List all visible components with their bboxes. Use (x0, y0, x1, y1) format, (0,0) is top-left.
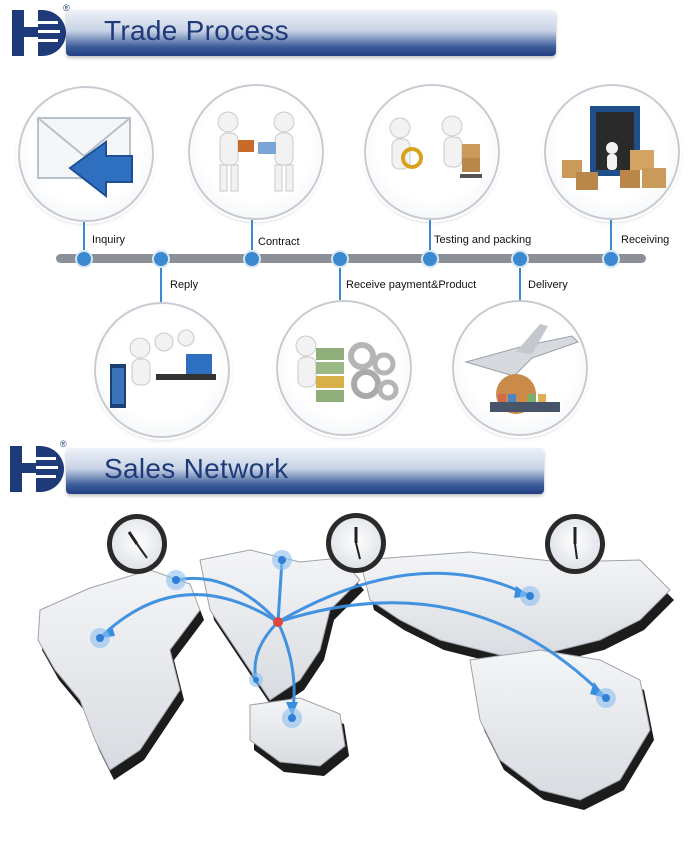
trade-process-title: Trade Process (104, 15, 289, 46)
step-label-payment-product: Receive payment&Product (346, 279, 477, 291)
timeline-node-receiving (602, 250, 620, 268)
testing-connector (429, 220, 431, 258)
step-label-inquiry: Inquiry (92, 234, 126, 246)
step-label-reply: Reply (170, 279, 199, 291)
timeline-node-testing (421, 250, 439, 268)
payment-product-image (276, 300, 412, 436)
clock-icon (107, 514, 167, 574)
trade-process-banner: Trade Process (66, 10, 556, 56)
delivery-connector (519, 258, 521, 300)
receiving-image (544, 84, 680, 220)
receiving-connector (610, 220, 612, 258)
network-routes (98, 559, 608, 717)
location-markers (90, 550, 616, 728)
sales-network-map (37, 513, 674, 810)
timeline-node-inquiry (75, 250, 93, 268)
clock-icon (545, 514, 605, 574)
testing-packing-image (364, 84, 500, 220)
inquiry-connector (83, 222, 85, 258)
timeline-node-delivery (511, 250, 529, 268)
registered-mark: ® (60, 439, 67, 449)
step-label-contract: Contract (258, 236, 300, 248)
delivery-image (452, 300, 588, 436)
step-label-testing-packing: Testing and packing (434, 234, 532, 246)
step-label-delivery: Delivery (528, 279, 568, 291)
sales-network-banner: Sales Network (66, 448, 544, 494)
contract-connector (251, 220, 253, 258)
contract-image (188, 84, 324, 220)
company-logo (6, 440, 64, 498)
inquiry-image (18, 86, 154, 222)
company-logo (8, 4, 66, 62)
registered-mark: ® (63, 3, 70, 13)
timeline-node-reply (152, 250, 170, 268)
timeline-node-payment (331, 250, 349, 268)
reply-image (94, 302, 230, 438)
clock-icon (326, 513, 386, 573)
step-label-receiving: Receiving (621, 234, 670, 246)
sales-network-title: Sales Network (104, 453, 289, 484)
process-timeline (56, 254, 646, 263)
payment-connector (339, 258, 341, 300)
timeline-node-contract (243, 250, 261, 268)
reply-connector (160, 258, 162, 302)
